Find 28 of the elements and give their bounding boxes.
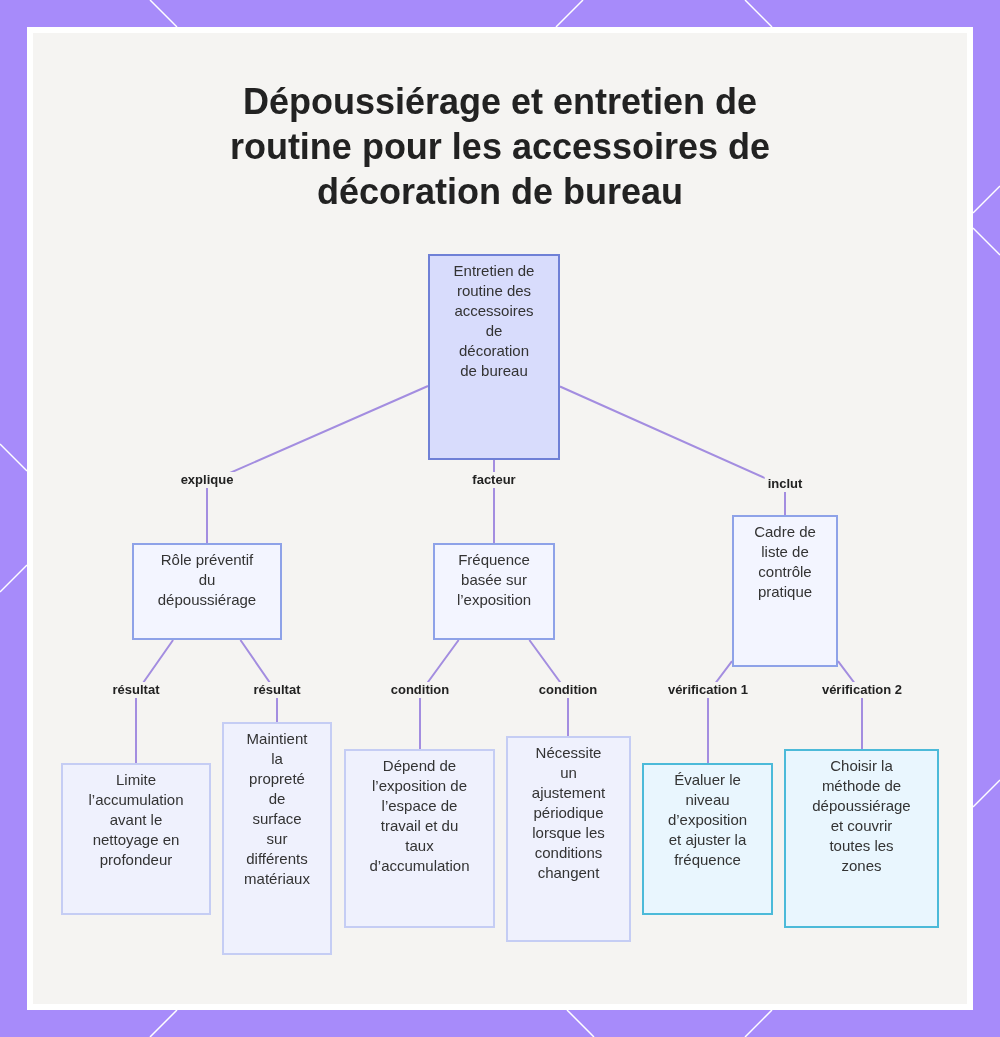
node-text: Rôle préventif du dépoussiérage xyxy=(156,550,258,610)
node-text: Nécessite un ajustement périodique lorsque les conditions changent xyxy=(530,743,607,883)
concept-box xyxy=(732,515,838,667)
node-text: Dépend de l’exposition de l’espace de travail et du taux d’accumulation xyxy=(368,756,471,876)
node-text: Choisir la méthode de dépoussiérage et couvrir toutes les zones xyxy=(811,756,912,876)
node-text: Maintient la propreté de surface sur différents matériaux xyxy=(243,729,311,889)
node-text: Évaluer le niveau d’exposition et ajuster la fréquence xyxy=(666,770,749,870)
connector-line xyxy=(135,639,175,764)
connector-line xyxy=(206,385,429,544)
connector-line xyxy=(419,639,460,750)
topic-box xyxy=(428,254,560,460)
node-text: Fréquence basée sur l’exposition xyxy=(455,550,533,610)
connector-line xyxy=(493,459,495,544)
node-text: Cadre de liste de contrôle pratique xyxy=(753,522,817,602)
connector-line xyxy=(559,385,786,516)
detail-box xyxy=(506,736,631,942)
diagram-title: Dépoussiérage et entretien de routine pour les accessoires de décoration de bureau xyxy=(228,80,772,214)
concept-box xyxy=(433,543,555,640)
checklist-box xyxy=(642,763,773,915)
checklist-box xyxy=(784,749,939,928)
edge-label: facteur xyxy=(469,472,519,488)
node-text: Limite l’accumulation avant le nettoyage en profondeur xyxy=(87,770,185,870)
node-text: Entretien de routine des accessoires de décoration de bureau xyxy=(452,261,536,381)
edge-label: inclut xyxy=(764,476,806,492)
detail-box xyxy=(344,749,495,928)
detail-box xyxy=(222,722,332,955)
detail-box xyxy=(61,763,211,915)
concept-box xyxy=(132,543,282,640)
